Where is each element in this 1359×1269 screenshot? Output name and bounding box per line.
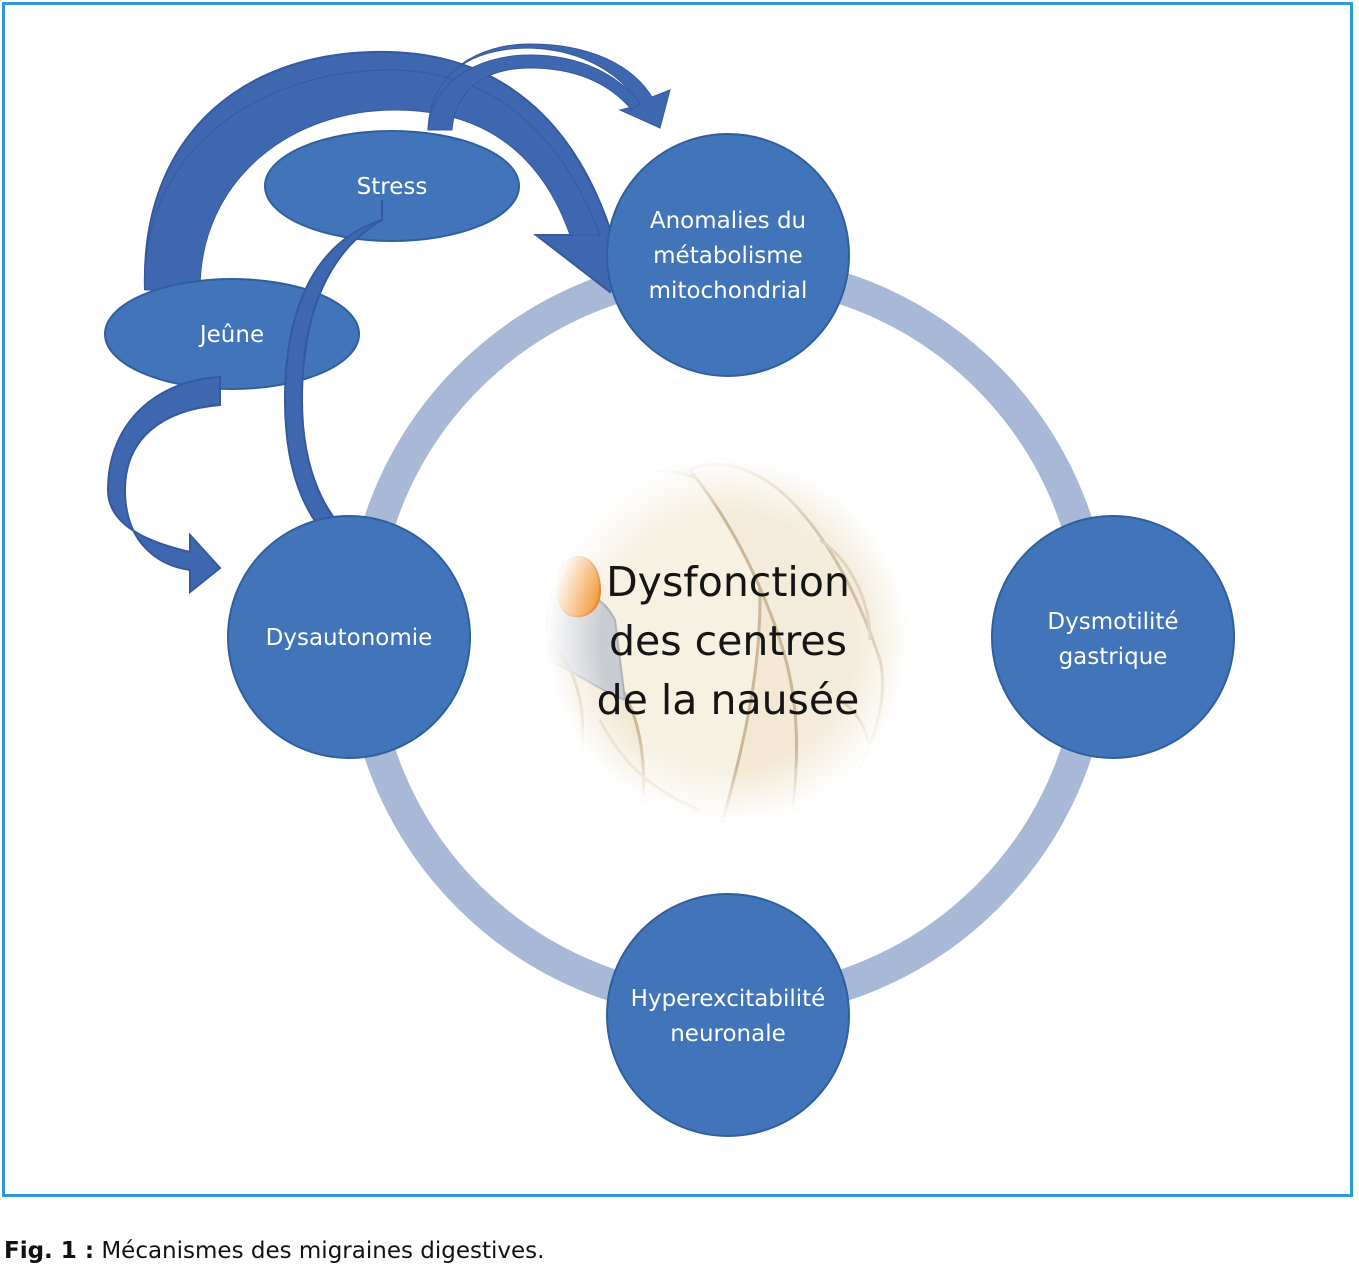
node-neuro-line-2: neuronale: [670, 1021, 786, 1047]
caption-label: Fig. 1 :: [4, 1238, 95, 1264]
center-line-3: de la nausée: [597, 676, 860, 724]
brain-illustration: [546, 458, 910, 822]
node-neuro-line-1: Hyperexcitabilité: [631, 986, 826, 1012]
node-gastric-line-1: Dysmotilité: [1047, 609, 1178, 635]
node-stress-label: Stress: [357, 174, 428, 200]
center-line-1: Dysfonction: [606, 558, 850, 606]
arrow-jeune-to-dysauto: [106, 375, 222, 595]
node-mito-line-2: métabolisme: [653, 243, 803, 269]
node-mito-line-1: Anomalies du: [650, 208, 806, 234]
node-mito-line-3: mitochondrial: [649, 278, 808, 304]
node-stress: [264, 130, 520, 242]
node-jeune-label: Jeûne: [198, 322, 264, 348]
node-mito: [606, 133, 850, 377]
arrow-jeune-to-mito-body: [144, 69, 601, 291]
node-gastric: [991, 515, 1235, 759]
figure-frame: [2, 2, 1353, 1197]
arrow-stress-to-mito: [427, 43, 671, 131]
node-dysauto-label: Dysautonomie: [266, 625, 433, 651]
node-neuro: [606, 893, 850, 1137]
node-dysauto: [227, 515, 471, 759]
figure-caption: Fig. 1 : Mécanismes des migraines digest…: [4, 1238, 544, 1264]
diagram: Dysfonction des centres de la nausée Str…: [104, 43, 1235, 1137]
node-gastric-line-2: gastrique: [1059, 644, 1168, 670]
caption-text: Mécanismes des migraines digestives.: [94, 1238, 545, 1264]
arrow-stress-to-mito-body: [427, 54, 641, 131]
center-line-2: des centres: [609, 617, 847, 665]
